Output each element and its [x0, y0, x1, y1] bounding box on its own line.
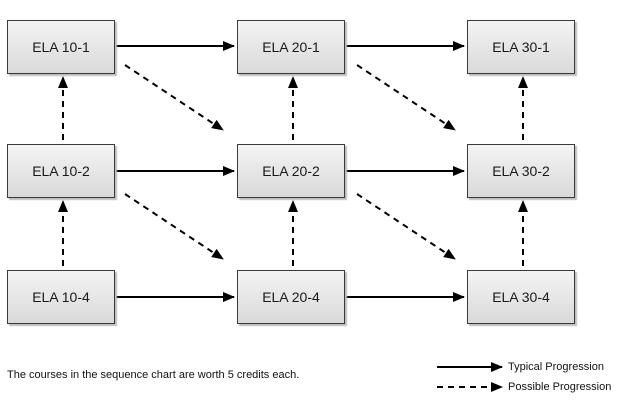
- credits-note: The courses in the sequence chart are wo…: [7, 369, 300, 381]
- course-box-ela-10-2: ELA 10-2: [7, 144, 115, 198]
- possible-arrow-10-2-to-20-4: [124, 193, 224, 260]
- course-box-ela-10-4: ELA 10-4: [7, 270, 115, 324]
- course-box-ela-30-2: ELA 30-2: [467, 144, 575, 198]
- course-box-ela-20-1: ELA 20-1: [237, 20, 345, 74]
- course-box-ela-30-1: ELA 30-1: [467, 20, 575, 74]
- course-box-ela-20-4: ELA 20-4: [237, 270, 345, 324]
- course-box-ela-10-1: ELA 10-1: [7, 20, 115, 74]
- legend-typical-label: Typical Progression: [508, 361, 604, 373]
- legend-possible-label: Possible Progression: [508, 381, 612, 393]
- possible-arrow-20-2-to-30-4: [356, 193, 456, 260]
- possible-arrow-10-1-to-20-2: [124, 64, 224, 131]
- course-box-ela-20-2: ELA 20-2: [237, 144, 345, 198]
- possible-arrow-20-1-to-30-2: [356, 64, 456, 131]
- course-box-ela-30-4: ELA 30-4: [467, 270, 575, 324]
